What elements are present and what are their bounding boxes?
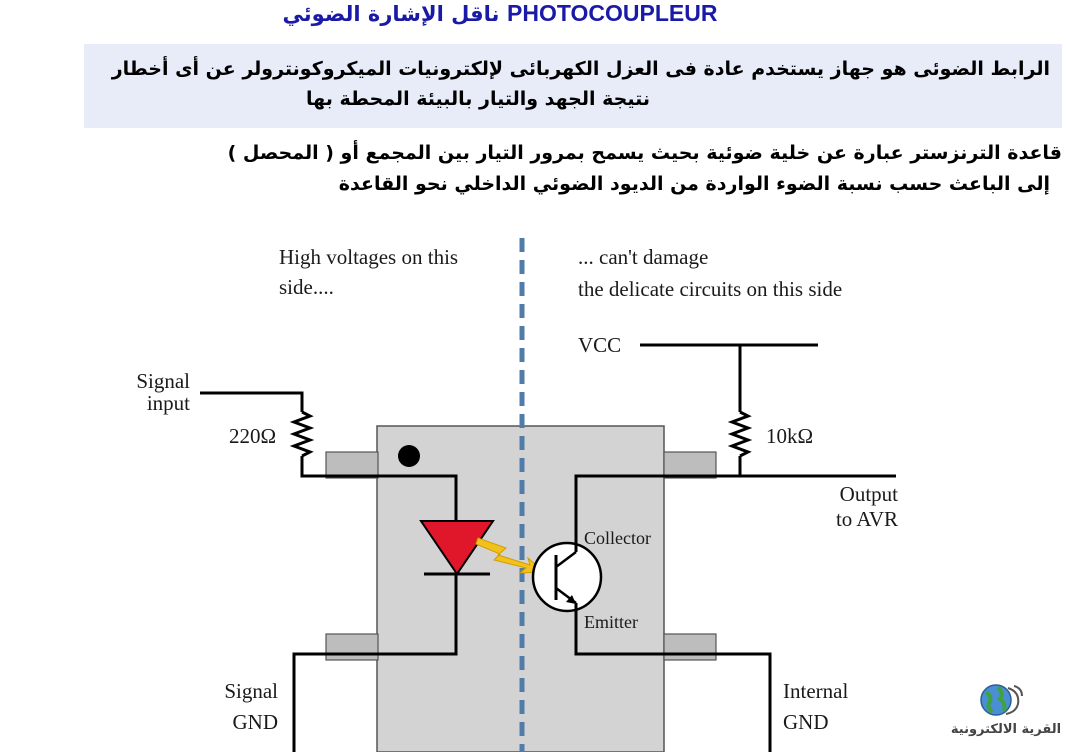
pin-anode (325, 451, 379, 479)
pin1-marker (398, 445, 420, 467)
collector-label: Collector (584, 528, 651, 548)
signal-gnd-label-1: Signal (224, 679, 278, 703)
emitter-label: Emitter (584, 612, 638, 632)
page-title: ناقل الإشارة الضوئي PHOTOCOUPLEUR (0, 0, 1000, 28)
title-arabic: ناقل الإشارة الضوئي (282, 2, 500, 26)
high-voltage-label-2: side.... (279, 275, 334, 299)
collector-wire (574, 474, 740, 552)
title-english: PHOTOCOUPLEUR (507, 0, 718, 26)
description-line-2: إلى الباعث حسب نسبة الضوء الواردة من الد… (338, 173, 1050, 195)
anode-wire (300, 456, 458, 520)
resistor-10k-label: 10kΩ (766, 424, 813, 448)
resistor-10k-symbol (727, 410, 753, 458)
logo-text: القرية الالكترونية (950, 722, 1062, 737)
cathode-wire (292, 574, 458, 752)
site-logo: القرية الالكترونية (950, 678, 1062, 744)
emitter-arrow-icon (566, 595, 576, 604)
output-label-2: to AVR (836, 507, 898, 531)
light-arrow-icon (475, 537, 546, 574)
pin-collector (663, 451, 717, 479)
phototransistor-icon (531, 541, 603, 613)
intro-line-1: الرابط الضوئى هو جهاز يستخدم عادة فى الع… (111, 58, 1050, 80)
emitter-wire (574, 603, 772, 752)
intro-box: الرابط الضوئى هو جهاز يستخدم عادة فى الع… (84, 44, 1062, 128)
description-paragraph: قاعدة الترنزستر عبارة عن خلية ضوئية بحيث… (150, 138, 1062, 200)
transistor-collector-leg (555, 551, 577, 568)
description-line-1: قاعدة الترنزستر عبارة عن خلية ضوئية بحيث… (227, 142, 1062, 164)
cant-damage-label-2: the delicate circuits on this side (578, 277, 842, 301)
signal-input-label-1: Signal (136, 369, 190, 393)
intro-line-2: نتيجة الجهد والتيار بالبيئة المحطة بها (306, 88, 650, 110)
cant-damage-label-1: ... can't damage (578, 245, 708, 269)
pin-cathode (325, 633, 379, 661)
signal-input-wire (200, 391, 304, 412)
output-label-1: Output (840, 482, 899, 506)
resistor-220-label: 220Ω (229, 424, 276, 448)
signal-input-label-2: input (147, 391, 190, 415)
globe-logo-icon (980, 684, 1023, 716)
led-icon (419, 520, 495, 576)
signal-gnd-label-2: GND (233, 710, 279, 734)
internal-gnd-label-2: GND (783, 710, 829, 734)
resistor-220-symbol (289, 410, 315, 458)
vcc-label: VCC (578, 333, 621, 357)
internal-gnd-label-1: Internal (783, 679, 848, 703)
pin-emitter (663, 633, 717, 661)
high-voltage-label-1: High voltages on this (279, 245, 458, 269)
